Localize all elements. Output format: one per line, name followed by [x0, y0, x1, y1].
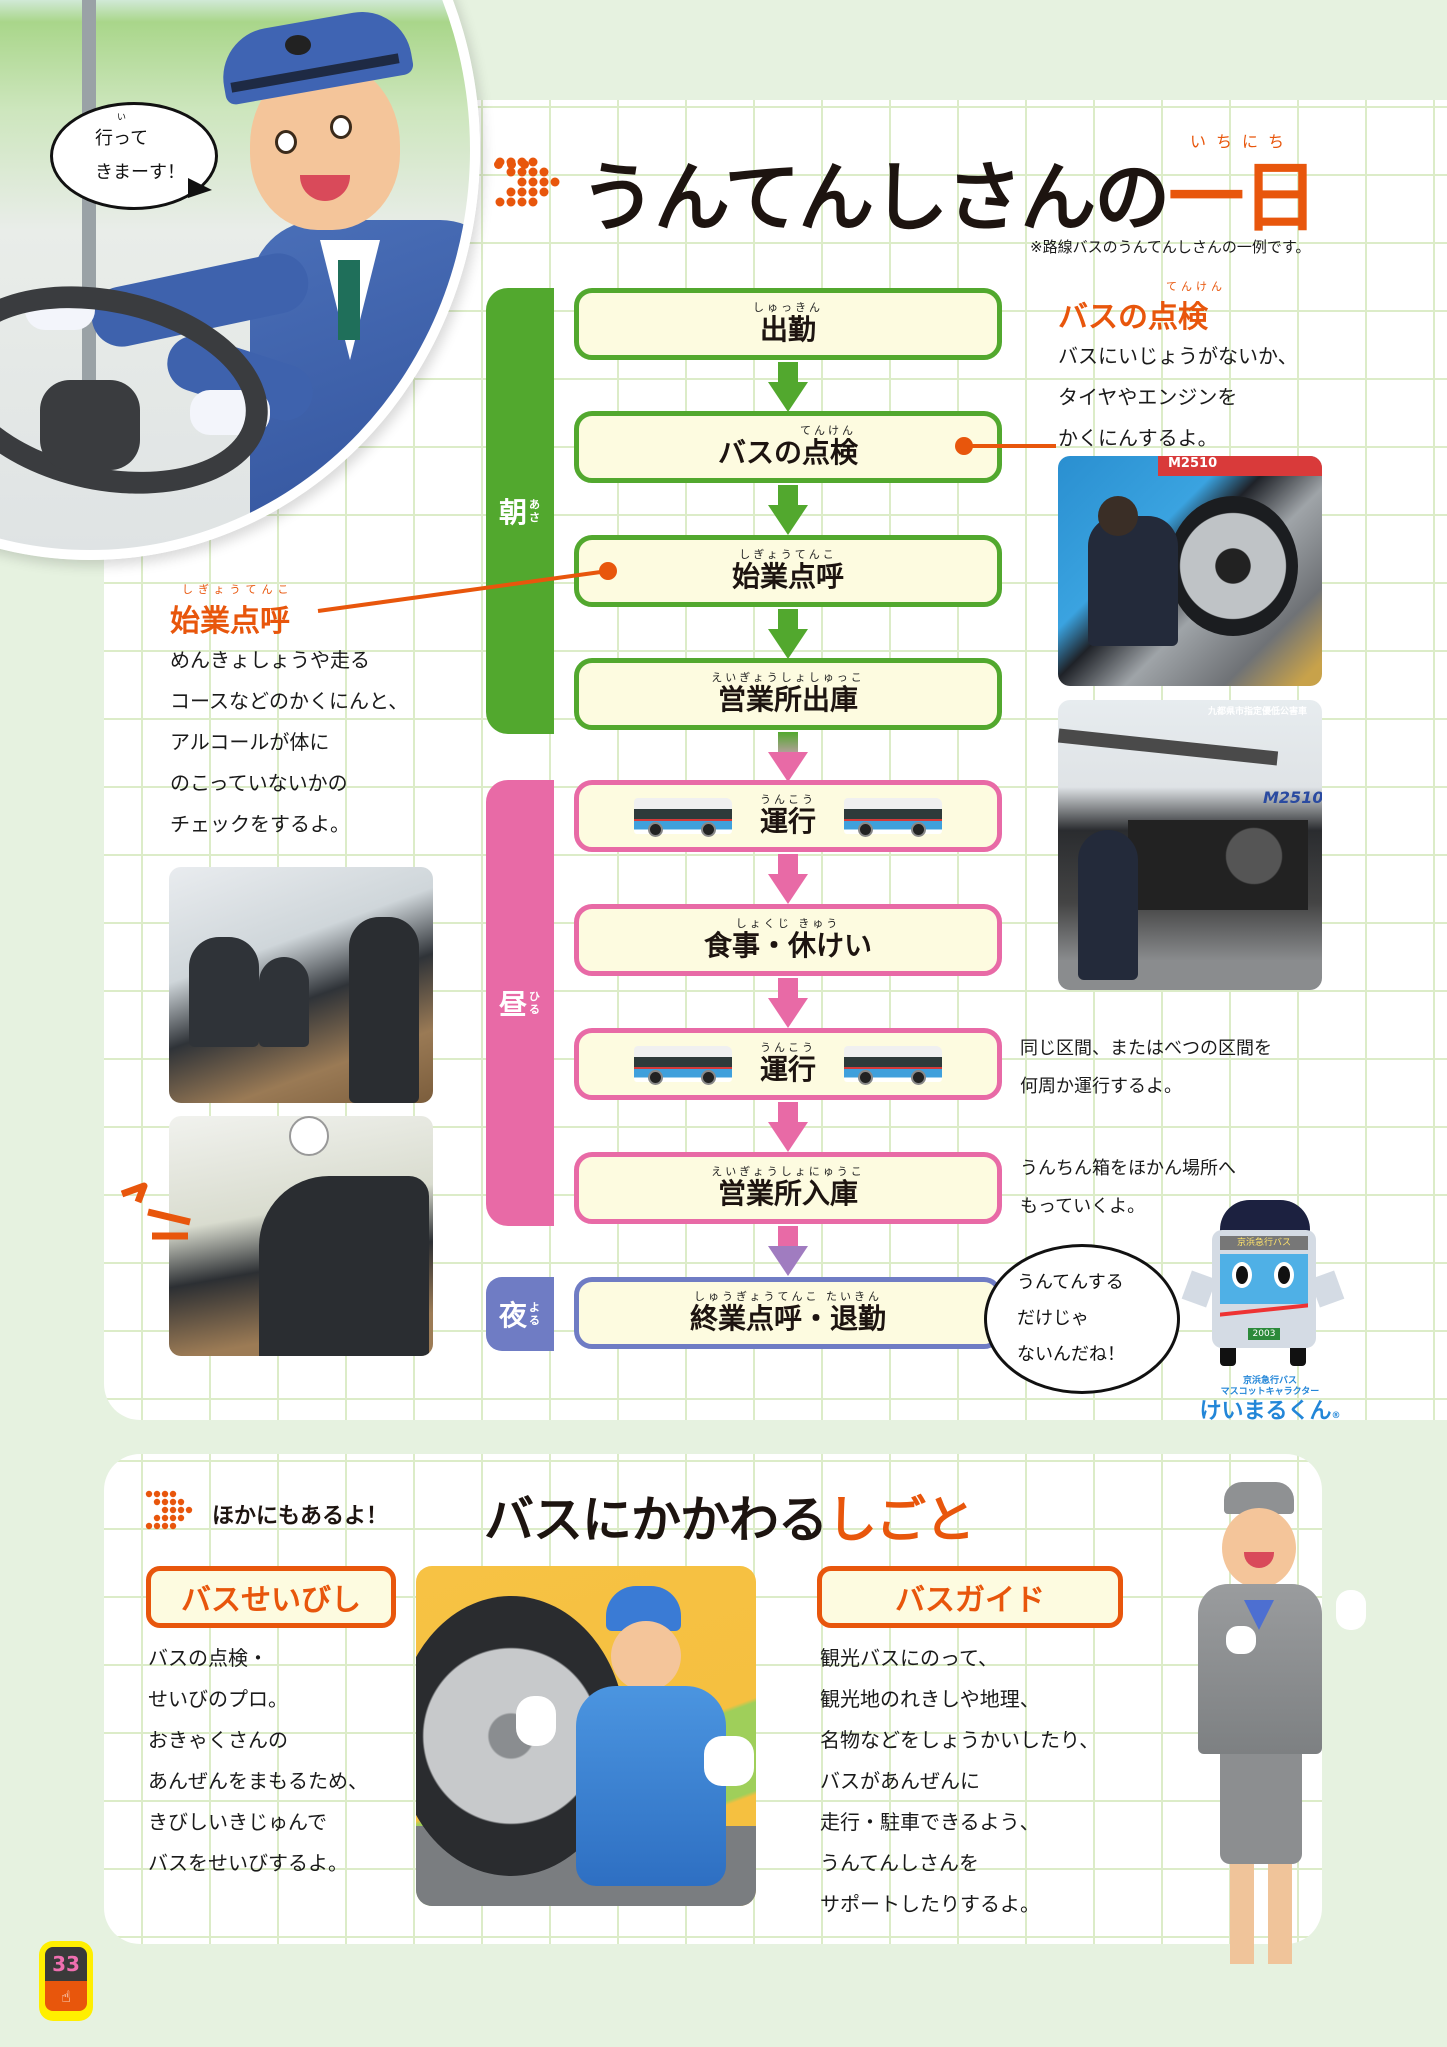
arrow-down-icon [768, 609, 808, 661]
tap-hand-icon: ☝ [45, 1981, 87, 2011]
mechanic-illustration [416, 1566, 756, 1906]
mascot-face [1220, 1254, 1308, 1304]
engine-bay [1128, 820, 1308, 910]
arrow-down-icon [768, 1102, 808, 1154]
arrow-down-icon [768, 854, 808, 906]
guide-label: バスガイド [817, 1566, 1123, 1628]
title-accent: 一日 [1168, 153, 1318, 242]
page-number: 33 [45, 1947, 87, 1981]
phase-daytime: 昼ひる [486, 780, 554, 1226]
step-operation-2: うんこう 運行 [574, 1028, 1002, 1100]
mascot-caption: 京浜急行バス マスコットキャラクター けいまるくん® [1199, 1376, 1341, 1424]
title-accent-ruby: いちにち [1190, 132, 1295, 151]
page-title: うんてんしさんの一日 [580, 153, 1318, 242]
speech-bubble-tail [188, 178, 212, 198]
photo-roll-call-check [169, 867, 433, 1103]
photo-tire-inspection: M2510 [1058, 456, 1322, 686]
mechanic-description: バスの点検・ せいびのプロ。 おきゃくさんの あんぜんをまもるため、 きびしいき… [148, 1646, 368, 1875]
breath-effect-icon [118, 1176, 198, 1246]
title-arrow-dots-icon [494, 156, 566, 208]
driver-illustration [0, 0, 480, 560]
mechanic-label: バスせいびし [146, 1566, 396, 1628]
phase-morning: 朝あさ [486, 288, 554, 734]
step-morning-roll-call: しぎょうてんこ 始業点呼 [574, 535, 1002, 607]
step-bus-inspection: てんけん バスの点検 [574, 411, 1002, 483]
bus-guide-illustration [1140, 1470, 1380, 1970]
bus-wheel [1168, 496, 1298, 636]
step-meal-break: しょくじ きゅう 食事・休けい [574, 904, 1002, 976]
photo-engine-inspection: 九都県市指定優低公害車 M2510 [1058, 700, 1322, 990]
arrow-down-icon [768, 1226, 808, 1278]
page-note: ※路線バスのうんてんしさんの一例です。 [1030, 238, 1311, 256]
photo-alcohol-check [169, 1116, 433, 1356]
phase-night: 夜よる [486, 1277, 554, 1351]
bus-icon [633, 1046, 732, 1085]
step-operation-1: うんこう 運行 [574, 780, 1002, 852]
bus-icon [844, 1046, 942, 1085]
roll-call-callout: しぎょうてんこ 始業点呼 めんきょしょうや走る コースなどのかくにんと、 アルコ… [170, 583, 409, 837]
mascot-cap [1220, 1200, 1310, 1234]
arrow-down-icon [768, 732, 808, 784]
bus-icon [844, 798, 942, 837]
mascot-keimaru: 京浜急行バス 2003 [1181, 1200, 1345, 1380]
step-end-roll-call-clock-out: しゅうぎょうてんこ たいきん 終業点呼・退勤 [574, 1277, 1002, 1349]
connector-lines [317, 437, 1056, 613]
arrow-down-icon [768, 978, 808, 1030]
other-jobs-dots-icon [145, 1490, 195, 1530]
page-number-badge[interactable]: 33 ☝ [39, 1941, 93, 2021]
inspection-callout: てんけん バスの点検 バスにいじょうがないか、 タイヤやエンジンを かくにんする… [1058, 280, 1298, 450]
step-clock-in: しゅっきん 出勤 [574, 288, 1002, 360]
other-jobs-panel [104, 1454, 1322, 1944]
arrow-down-icon [768, 362, 808, 414]
other-jobs-heading: バスにかかわるしごと [484, 1491, 975, 1549]
guide-description: 観光バスにのって、 観光地のれきしや地理、 名物などをしょうかいしたり、 バスが… [820, 1646, 1100, 1916]
step-return-depot: えいぎょうしょにゅうこ 営業所入庫 [574, 1152, 1002, 1224]
operation-note: 同じ区間、またはべつの区間を 何周か運行するよ。 [1020, 1038, 1272, 1097]
arrow-down-icon [768, 485, 808, 537]
other-jobs-subheading: ほかにもあるよ！ [212, 1504, 389, 1529]
step-depart-depot: えいぎょうしょしゅっこ 営業所出庫 [574, 658, 1002, 730]
mascot-speech-bubble: うんてんする だけじゃ ないんだね！ [984, 1244, 1180, 1394]
garage-note: うんちん箱をほかん場所へ もっていくよ。 [1020, 1158, 1236, 1217]
bus-icon [633, 798, 732, 837]
